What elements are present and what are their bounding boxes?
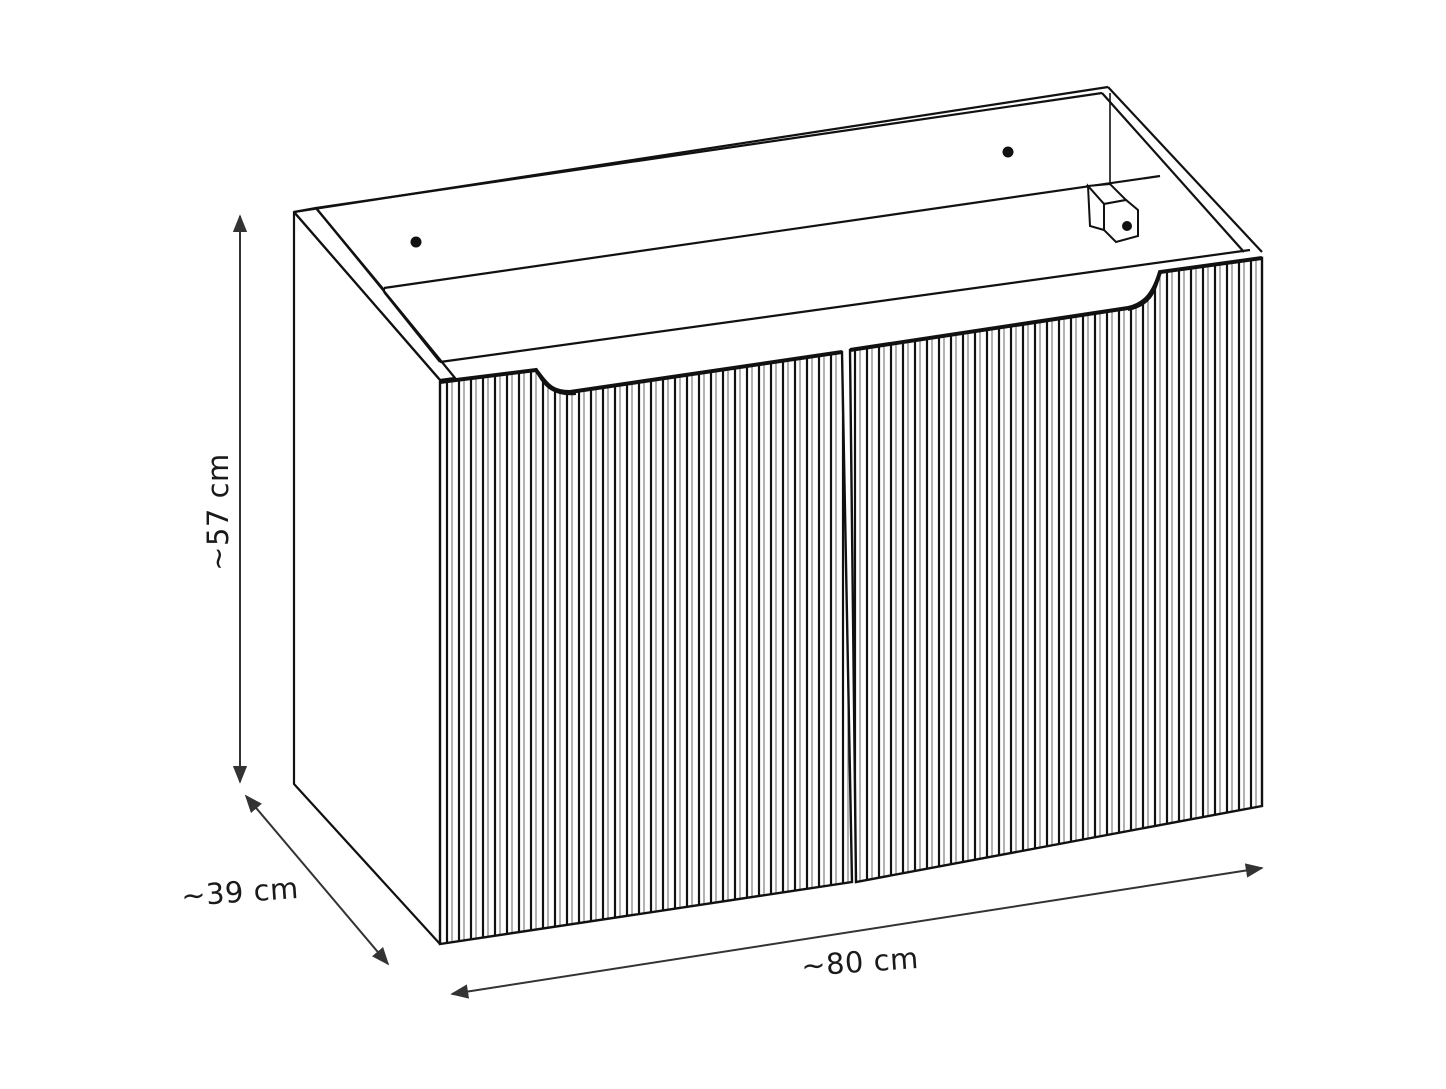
hanging-bracket — [1085, 182, 1139, 244]
mounting-hole-left — [410, 236, 422, 248]
top-frame — [293, 85, 1263, 364]
height-label: ~57 cm — [201, 453, 235, 571]
mounting-hole-right — [1002, 146, 1014, 158]
side-panel — [292, 206, 457, 945]
door-right — [848, 256, 1264, 884]
door-right-handle-recess — [1127, 271, 1161, 311]
width-dimension-line — [450, 863, 1264, 999]
door-left — [438, 350, 854, 946]
door-left-handle-recess — [535, 369, 577, 396]
depth-dimension-line — [244, 794, 390, 966]
